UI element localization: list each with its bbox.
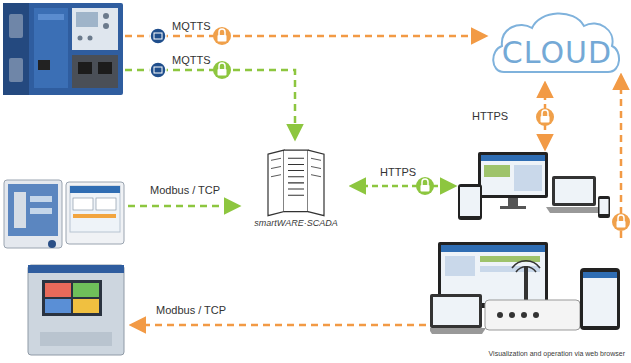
lock-icon	[213, 61, 231, 79]
protocol-badge	[150, 28, 166, 44]
mqtts-scada-line	[125, 70, 295, 138]
panel-controller	[28, 265, 124, 355]
node-text: smartWARE·SCADA	[254, 218, 337, 228]
browser-devices-bottom	[430, 238, 631, 360]
mqtts-cloud-line	[125, 35, 485, 38]
modbus-panel-line	[128, 205, 238, 208]
cloud-node: CLOUD	[490, 6, 624, 76]
browser-devices: Visualization and operation via web brow…	[430, 238, 631, 360]
lock-icon	[612, 213, 630, 231]
modbus-controller-line	[132, 324, 438, 327]
browser-devices-top	[458, 152, 610, 220]
scada-server: smartWARE·SCADA	[248, 146, 344, 230]
touch-panels	[4, 180, 124, 248]
controller-rack	[3, 3, 123, 95]
lock-icon	[213, 27, 231, 45]
protocol-badge	[150, 62, 166, 78]
protocol-label: HTTPS	[472, 110, 508, 122]
server-icon	[248, 146, 344, 230]
protocol-label: HTTPS	[380, 166, 416, 178]
lock-icon	[536, 108, 554, 126]
protocol-label: MQTTS	[172, 20, 211, 32]
protocol-label: Modbus / TCP	[156, 304, 226, 316]
node-text: CLOUD	[502, 35, 612, 70]
protocol-label: Modbus / TCP	[150, 184, 220, 196]
https-scada-line	[352, 185, 454, 188]
protocol-label: MQTTS	[172, 54, 211, 66]
node-text: Visualization and operation via web brow…	[489, 350, 625, 357]
lock-icon	[416, 177, 434, 195]
